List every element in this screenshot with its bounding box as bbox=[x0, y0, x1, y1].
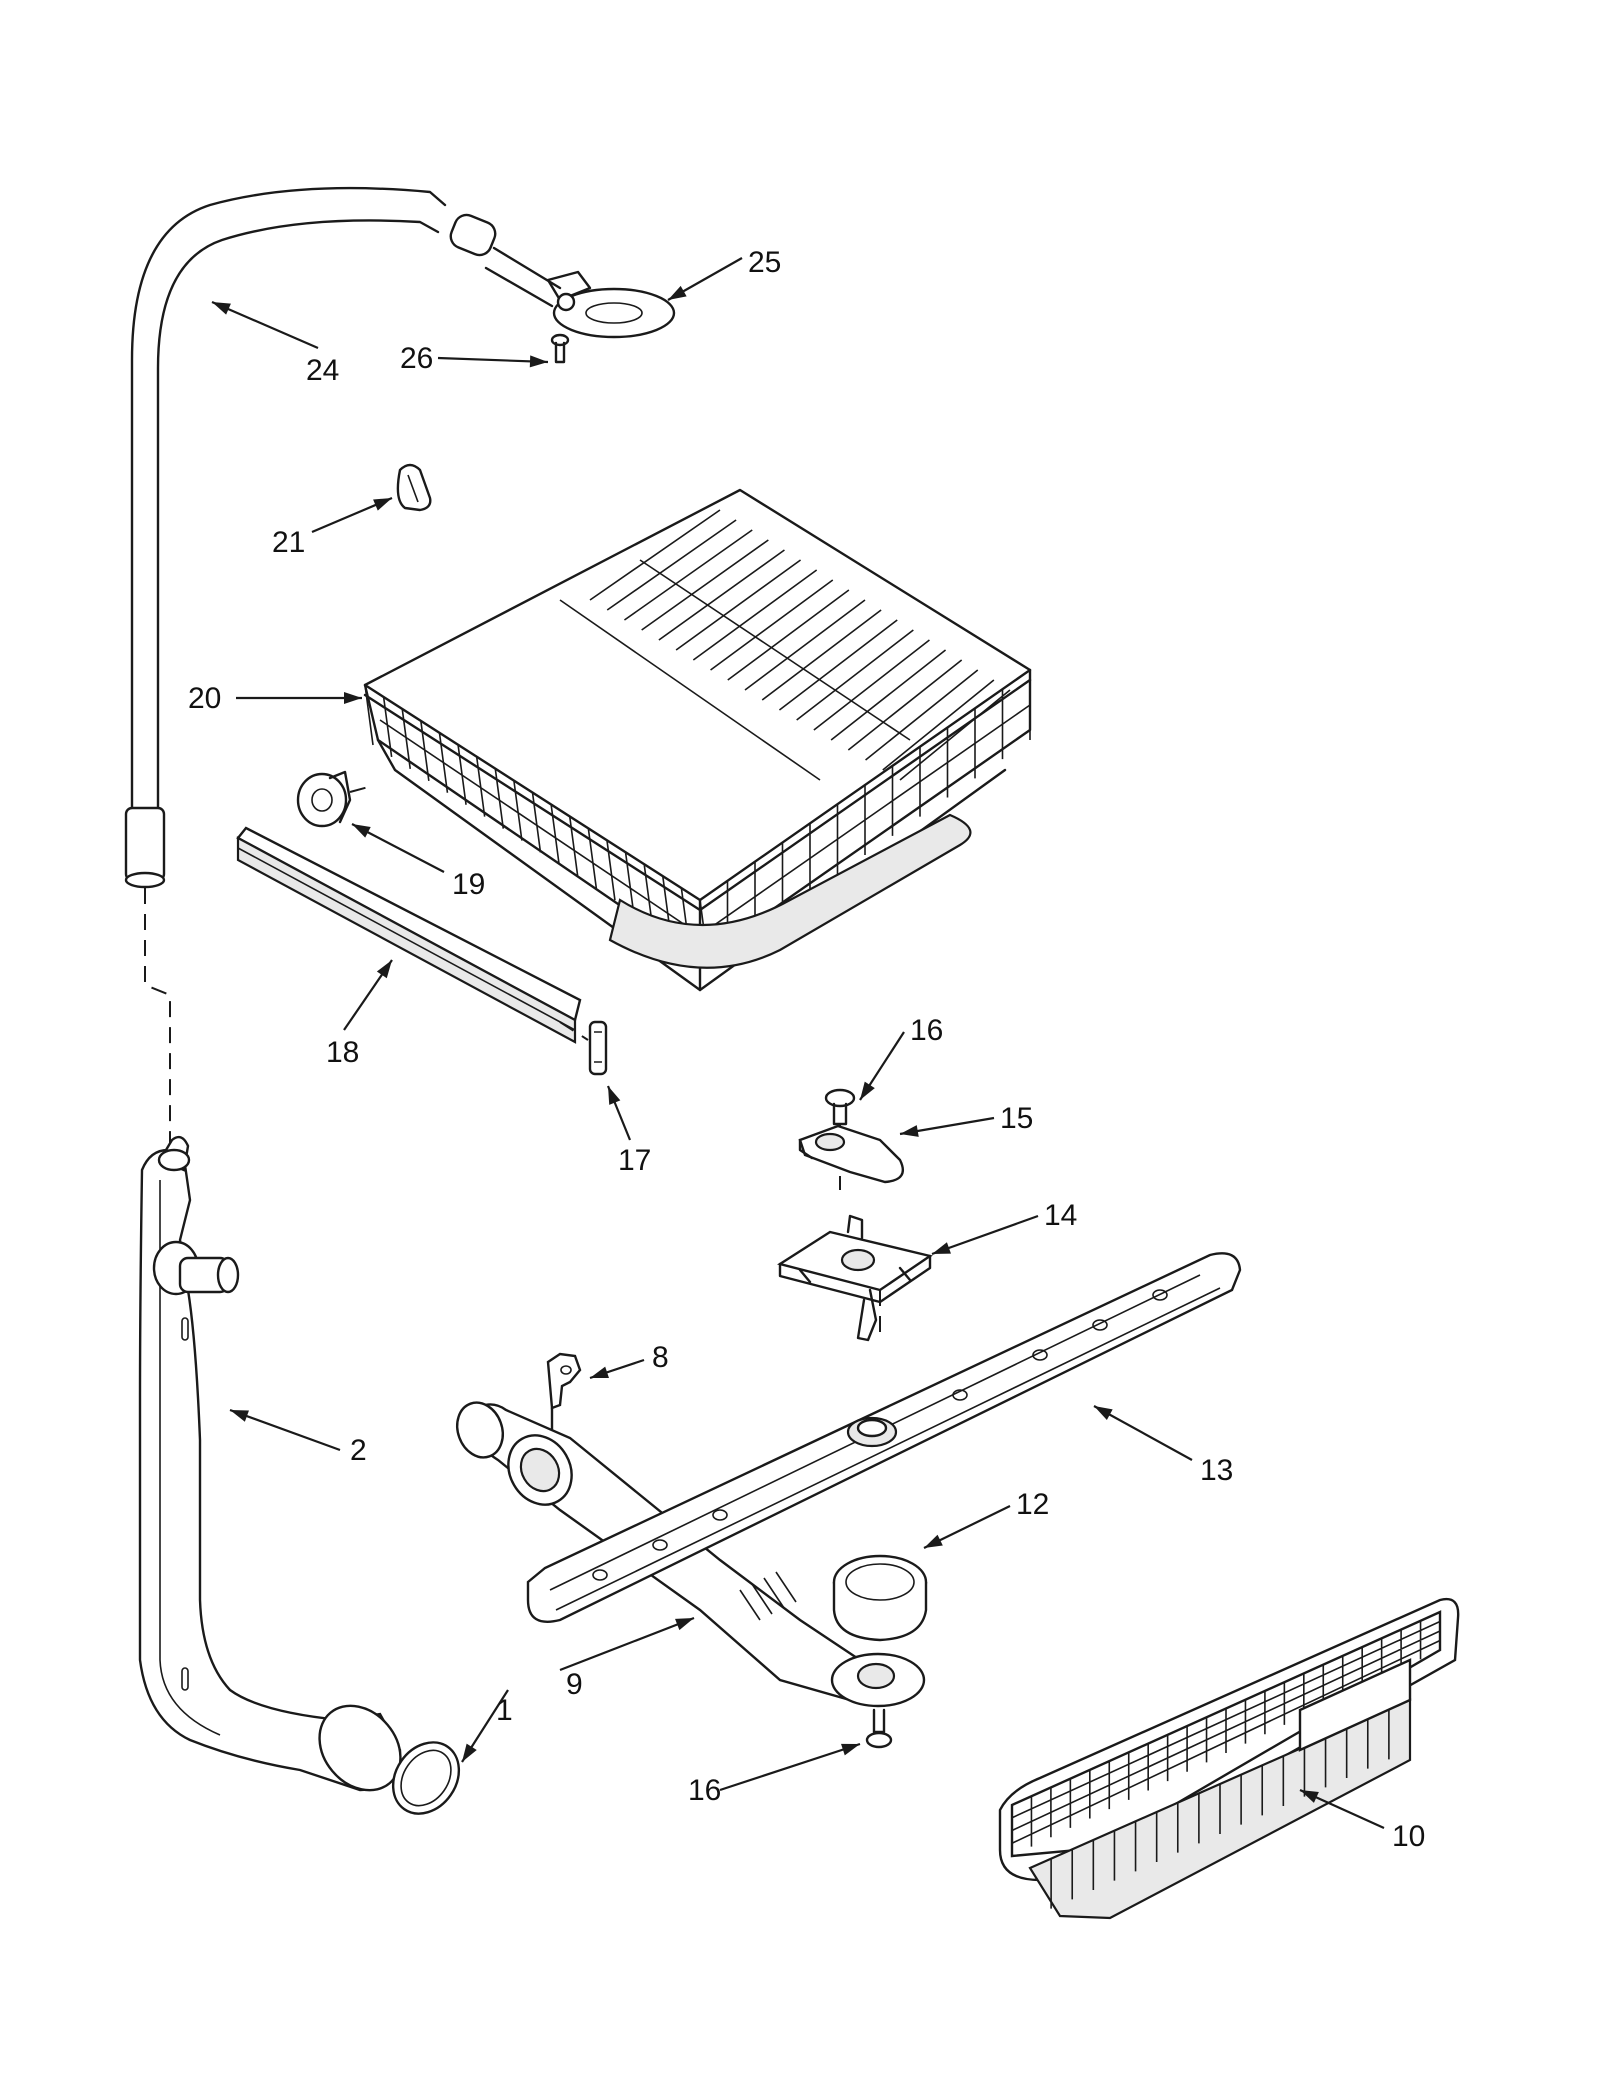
rack-wheel-part bbox=[296, 770, 352, 828]
callout-26: 26 bbox=[400, 342, 433, 375]
callout-17: 17 bbox=[618, 1144, 651, 1177]
leader-17-arrowhead bbox=[608, 1086, 621, 1105]
lower-spray-arm-part bbox=[526, 1252, 1242, 1623]
callout-18: 18 bbox=[326, 1036, 359, 1069]
callout-21: 21 bbox=[272, 526, 305, 559]
leader-13-arrowhead bbox=[1094, 1406, 1113, 1420]
leader-26 bbox=[437, 356, 549, 364]
leader-16l-arrowhead bbox=[841, 1743, 860, 1756]
callout-10: 10 bbox=[1392, 1820, 1425, 1853]
screw-part bbox=[550, 333, 570, 364]
nozzle-hole bbox=[712, 1509, 728, 1521]
conduit-part bbox=[138, 1135, 402, 1792]
screw-lower-part bbox=[865, 1708, 893, 1749]
leader-12-arrowhead bbox=[924, 1534, 943, 1548]
nozzle-hole bbox=[652, 1539, 668, 1551]
leader-16l bbox=[719, 1742, 861, 1792]
leader-14 bbox=[931, 1214, 1039, 1256]
bearing-bracket-part bbox=[798, 1124, 905, 1184]
callout-1: 1 bbox=[496, 1694, 513, 1727]
leader-19-arrowhead bbox=[352, 824, 371, 838]
leader-1-arrowhead bbox=[462, 1743, 477, 1762]
upper-dishrack-part bbox=[363, 488, 1032, 992]
callout-16-lower: 16 bbox=[688, 1774, 721, 1807]
callout-8: 8 bbox=[652, 1341, 669, 1374]
callout-16-upper: 16 bbox=[910, 1014, 943, 1047]
filter-screen-part bbox=[998, 1597, 1460, 1920]
leader-21-arrowhead bbox=[373, 498, 392, 511]
supply-tube-part bbox=[124, 186, 447, 889]
callout-25: 25 bbox=[748, 246, 781, 279]
rail-end-cap-part bbox=[588, 1020, 608, 1076]
leader-14-arrowhead bbox=[932, 1242, 951, 1254]
nozzle-hole bbox=[1152, 1289, 1168, 1301]
filter-mesh bbox=[1011, 1620, 1441, 1909]
leader-16u-arrowhead bbox=[860, 1081, 875, 1100]
hub-mount-part bbox=[777, 1214, 933, 1342]
o-ring-part bbox=[391, 1741, 461, 1815]
leader-15-arrowhead bbox=[900, 1125, 919, 1137]
leader-25-arrowhead bbox=[668, 285, 687, 300]
bracket-clip-part bbox=[546, 1352, 582, 1442]
callout-20: 20 bbox=[188, 682, 221, 715]
callout-13: 13 bbox=[1200, 1454, 1233, 1487]
leader-9-arrowhead bbox=[675, 1618, 694, 1631]
leader-18-arrowhead bbox=[376, 960, 392, 979]
upper-spray-nozzle-part bbox=[449, 213, 676, 339]
callout-2: 2 bbox=[350, 1434, 367, 1467]
nozzle-hole bbox=[1032, 1349, 1048, 1361]
bearing-ring-part bbox=[832, 1554, 928, 1642]
leader-2 bbox=[229, 1408, 341, 1452]
nozzle-hole bbox=[1092, 1319, 1108, 1331]
leader-24-arrowhead bbox=[212, 302, 231, 315]
leader-26-arrowhead bbox=[529, 355, 548, 368]
rack-clip-part bbox=[396, 463, 432, 512]
leader-24 bbox=[211, 300, 319, 350]
leader-9 bbox=[559, 1616, 695, 1672]
callout-12: 12 bbox=[1016, 1488, 1049, 1521]
callout-19: 19 bbox=[452, 868, 485, 901]
screw-upper-part bbox=[824, 1088, 856, 1126]
leader-20-arrowhead bbox=[344, 692, 362, 704]
leader-13 bbox=[1093, 1405, 1193, 1461]
callout-15: 15 bbox=[1000, 1102, 1033, 1135]
leader-2-arrowhead bbox=[230, 1410, 249, 1422]
nozzle-hole bbox=[952, 1389, 968, 1401]
rack-rail-part bbox=[236, 826, 582, 1044]
leader-10-arrowhead bbox=[1300, 1790, 1319, 1803]
callout-9: 9 bbox=[566, 1668, 583, 1701]
callout-14: 14 bbox=[1044, 1199, 1077, 1232]
nozzle-hole bbox=[592, 1569, 608, 1581]
leader-8-arrowhead bbox=[590, 1366, 609, 1378]
callout-24: 24 bbox=[306, 354, 339, 387]
